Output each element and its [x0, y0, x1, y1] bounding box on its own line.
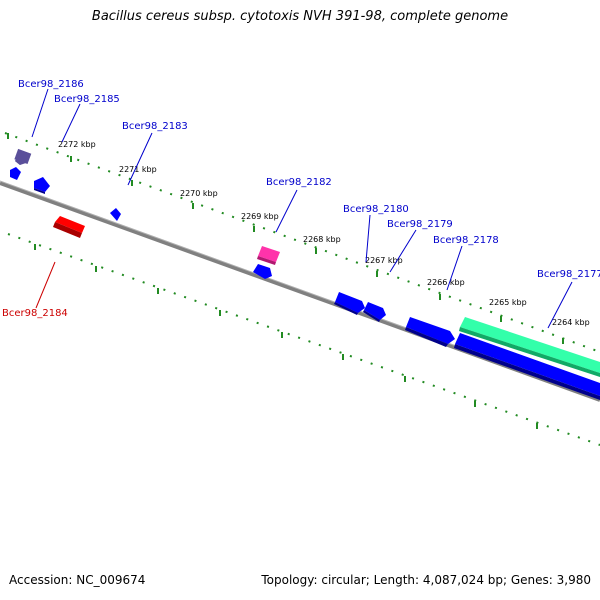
gene-label-bcer98-2179[interactable]: Bcer98_2179	[387, 219, 453, 230]
label-leaders	[31, 88, 573, 329]
scale-label: 2272 kbp	[58, 140, 96, 149]
gene-feature-bcer98-2185[interactable]	[34, 177, 50, 192]
gene-feature-bcer98-2179[interactable]	[363, 302, 386, 322]
inner-tick-track	[7, 233, 600, 446]
scale-labels: 2272 kbp 2271 kbp 2270 kbp 2269 kbp 2268…	[58, 140, 590, 327]
gene-label-bcer98-2183[interactable]: Bcer98_2183	[122, 121, 188, 132]
scale-label: 2266 kbp	[427, 278, 465, 287]
gene-feature-bcer98-2182[interactable]	[257, 246, 280, 265]
gene-features	[10, 148, 600, 400]
gene-feature-bcer98-2178[interactable]	[405, 317, 455, 347]
gene-label-bcer98-2185[interactable]: Bcer98_2185	[54, 94, 120, 105]
accession-text: Accession: NC_009674	[9, 573, 146, 587]
gene-feature-bcer98-2177[interactable]	[459, 317, 600, 377]
scale-label: 2271 kbp	[119, 165, 157, 174]
gene-feature-small-2[interactable]	[253, 264, 272, 279]
outer-tick-track	[4, 132, 600, 353]
gene-label-bcer98-2177[interactable]: Bcer98_2177	[537, 269, 600, 280]
scale-label: 2265 kbp	[489, 298, 527, 307]
gene-label-bcer98-2178[interactable]: Bcer98_2178	[433, 235, 499, 246]
scale-label: 2267 kbp	[365, 256, 403, 265]
gene-label-bcer98-2184[interactable]: Bcer98_2184	[2, 308, 68, 319]
scale-label: 2269 kbp	[241, 212, 279, 221]
gene-feature-small-1[interactable]	[10, 167, 21, 180]
scale-label: 2268 kbp	[303, 235, 341, 244]
gene-feature-bcer98-2186[interactable]	[14, 148, 32, 165]
gene-labels: Bcer98_2186 Bcer98_2185 Bcer98_2183 Bcer…	[2, 79, 600, 319]
map-title: Bacillus cereus subsp. cytotoxis NVH 391…	[91, 9, 509, 24]
gene-label-bcer98-2180[interactable]: Bcer98_2180	[343, 204, 409, 215]
gene-feature-bcer98-2180[interactable]	[334, 292, 365, 315]
gene-feature-bcer98-2183[interactable]	[110, 208, 121, 221]
scale-label: 2270 kbp	[180, 189, 218, 198]
scale-label: 2264 kbp	[552, 318, 590, 327]
genome-summary: Topology: circular; Length: 4,087,024 bp…	[261, 573, 591, 587]
gene-feature-bcer98-2184[interactable]	[53, 216, 85, 238]
gene-label-bcer98-2182[interactable]: Bcer98_2182	[266, 177, 332, 188]
gene-label-bcer98-2186[interactable]: Bcer98_2186	[18, 79, 84, 90]
gene-feature-long-blue[interactable]	[454, 333, 600, 400]
